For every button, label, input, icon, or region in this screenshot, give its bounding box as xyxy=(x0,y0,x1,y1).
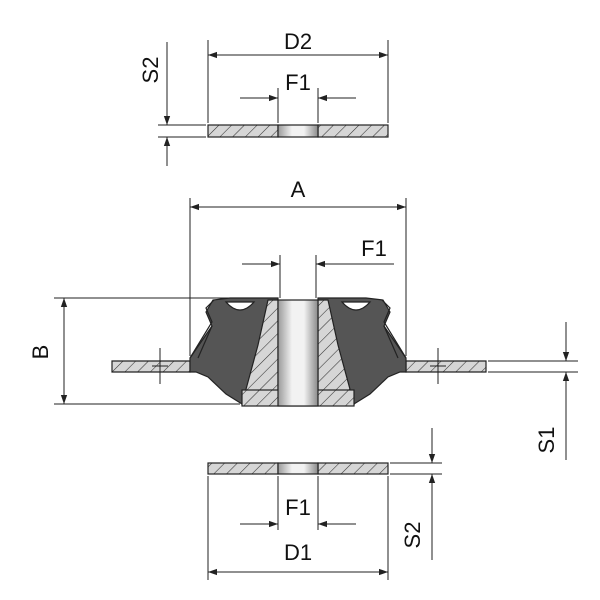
dimension-s1: S1 xyxy=(488,322,578,460)
dimension-d1: D1 xyxy=(207,476,389,580)
dimension-f1-bottom: F1 xyxy=(240,476,356,530)
top-washer xyxy=(207,124,389,138)
label-f1-top: F1 xyxy=(285,70,311,95)
label-f1-mid: F1 xyxy=(361,236,387,261)
label-s2-top: S2 xyxy=(138,57,163,84)
dimension-a: A xyxy=(189,177,407,356)
label-d2: D2 xyxy=(284,29,312,54)
mount-assembly xyxy=(111,297,487,407)
label-s2-bottom: S2 xyxy=(400,522,425,549)
dimension-b: B xyxy=(28,297,240,405)
label-b: B xyxy=(28,345,53,360)
label-d1: D1 xyxy=(284,540,312,565)
dimension-s2-bottom: S2 xyxy=(390,428,442,560)
bottom-washer xyxy=(207,462,389,475)
dimension-s2-top: S2 xyxy=(138,42,206,166)
dimension-d2: D2 xyxy=(207,29,389,123)
label-a: A xyxy=(291,177,306,202)
label-s1: S1 xyxy=(534,427,559,454)
dimension-f1-mid: F1 xyxy=(242,236,394,298)
dimension-f1-top: F1 xyxy=(240,70,356,123)
label-f1-bottom: F1 xyxy=(285,495,311,520)
